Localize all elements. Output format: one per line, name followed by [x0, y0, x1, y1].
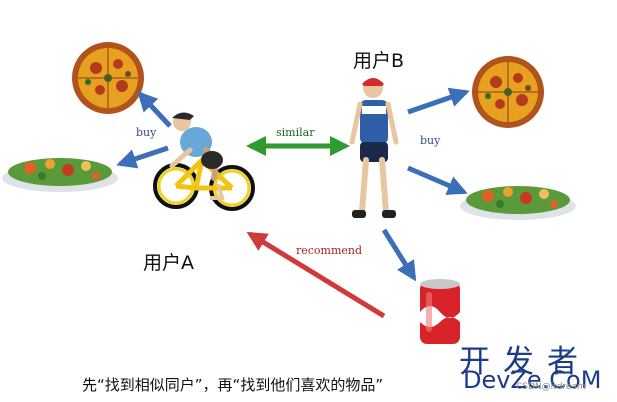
recommend-label: recommend	[296, 244, 363, 257]
soda-can-icon	[420, 279, 460, 344]
buy-label-a: buy	[136, 126, 157, 139]
cyclist-icon	[153, 112, 255, 211]
buy-label-b: buy	[420, 134, 441, 147]
watermark-small: CSDN@itdream	[516, 382, 586, 392]
buy-arrow-b-pizza	[407, 87, 470, 115]
pizza-icon	[72, 42, 144, 114]
salad-icon	[2, 158, 118, 192]
caption: 先“找到相似同户”，再“找到他们喜欢的物品”	[82, 376, 384, 394]
buy-arrow-a-salad	[116, 145, 169, 169]
salad-icon	[460, 186, 576, 220]
watermark-en: DevZe.CoM	[463, 366, 602, 394]
recommend-arrow	[246, 231, 386, 319]
user-b-label: 用户B	[353, 50, 405, 72]
pizza-icon	[472, 56, 544, 128]
buy-arrow-a-pizza	[137, 91, 172, 128]
cyclist-standing-icon	[349, 78, 399, 218]
buy-arrow-b-salad	[407, 165, 468, 195]
user-a-label: 用户A	[143, 252, 194, 274]
watermark-cn: 开发者	[459, 344, 591, 380]
user-b-to-soda-arrow	[381, 228, 417, 282]
similar-label: similar	[276, 126, 315, 139]
